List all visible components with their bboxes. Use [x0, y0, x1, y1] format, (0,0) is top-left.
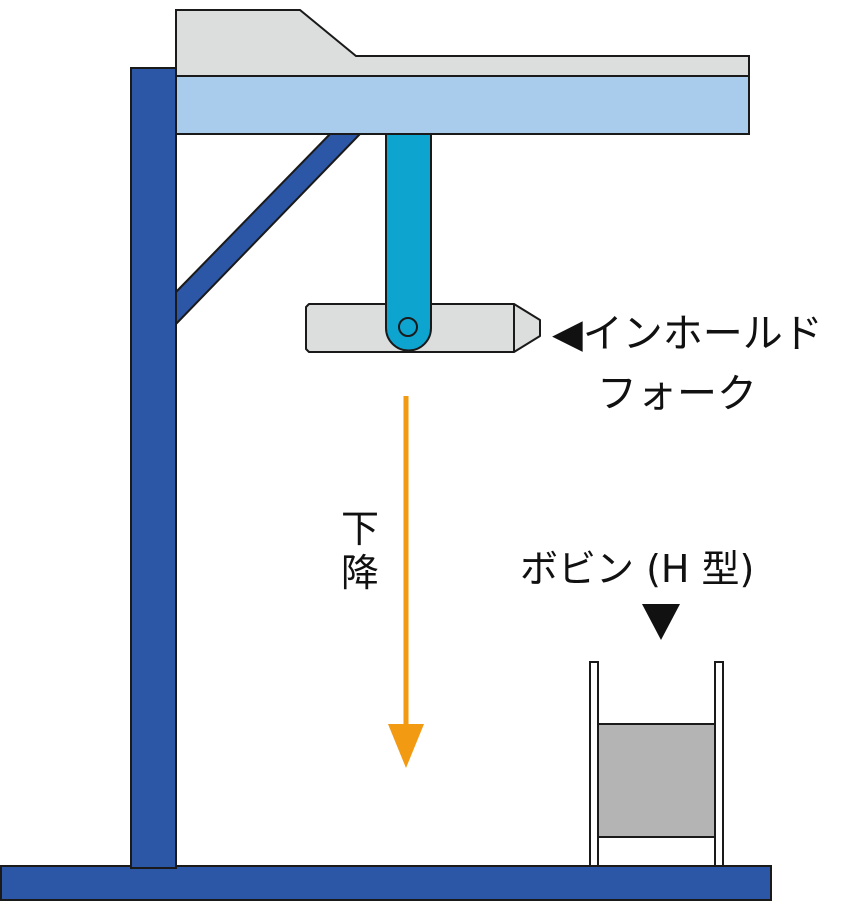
descent-char-2: 降 — [340, 551, 379, 595]
lifting-arm — [385, 133, 432, 352]
carriage-housing — [175, 9, 750, 77]
bobbin-core — [596, 723, 716, 838]
triangle-down-icon — [642, 604, 680, 640]
descent-arrow-head — [388, 724, 424, 768]
arm-pivot — [398, 317, 418, 337]
fork-label-line2: フォーク — [597, 371, 757, 417]
bobbin-label: ボビン (H 型) — [520, 547, 755, 591]
descent-char-1: 下 — [340, 507, 379, 551]
triangle-left-icon: ◀ — [552, 311, 583, 357]
horizontal-rail — [175, 75, 750, 135]
bobbin-right-flange — [714, 661, 724, 867]
bobbin-left-flange — [589, 661, 599, 867]
support-column — [130, 67, 177, 869]
diagonal-brace — [175, 133, 363, 327]
fork-label: ◀インホールド フォーク — [552, 304, 823, 424]
fork-label-line1: ◀インホールド — [552, 311, 823, 357]
base-rail — [0, 865, 772, 901]
descent-label: 下 降 — [338, 507, 382, 595]
